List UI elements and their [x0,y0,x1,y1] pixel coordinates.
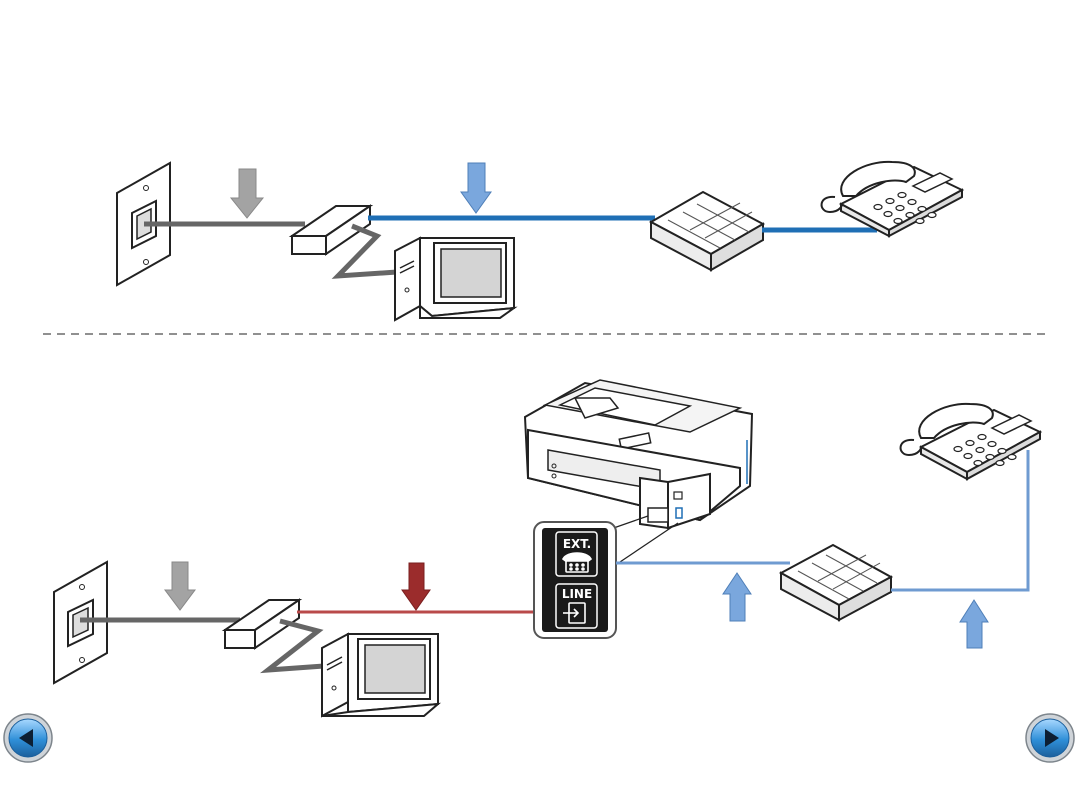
computer-icon [395,238,514,320]
callout-line [614,523,678,566]
gray-arrow-icon [165,562,195,610]
port-callout: EXT. LINE [534,522,616,638]
ext-port-label: EXT. [563,537,591,551]
top-diagram [117,162,962,320]
blue-arrow-icon [723,573,751,621]
phone-icon [563,553,591,572]
telephone-icon [901,404,1040,479]
modem-icon [651,192,763,270]
blue-arrow-icon [960,600,988,648]
printer-icon [525,380,752,528]
red-arrow-icon [402,563,430,610]
next-page-button[interactable] [1024,712,1076,764]
previous-page-button[interactable] [2,712,54,764]
telephone-icon [822,162,962,236]
line-port: LINE [556,584,597,628]
bottom-diagram: EXT. LINE [54,380,1040,716]
blue-arrow-icon [461,163,491,213]
ext-port: EXT. [556,532,597,576]
modem-icon [781,545,891,620]
computer-icon [322,634,438,716]
line-port-label: LINE [562,587,592,601]
gray-arrow-icon [231,169,263,218]
